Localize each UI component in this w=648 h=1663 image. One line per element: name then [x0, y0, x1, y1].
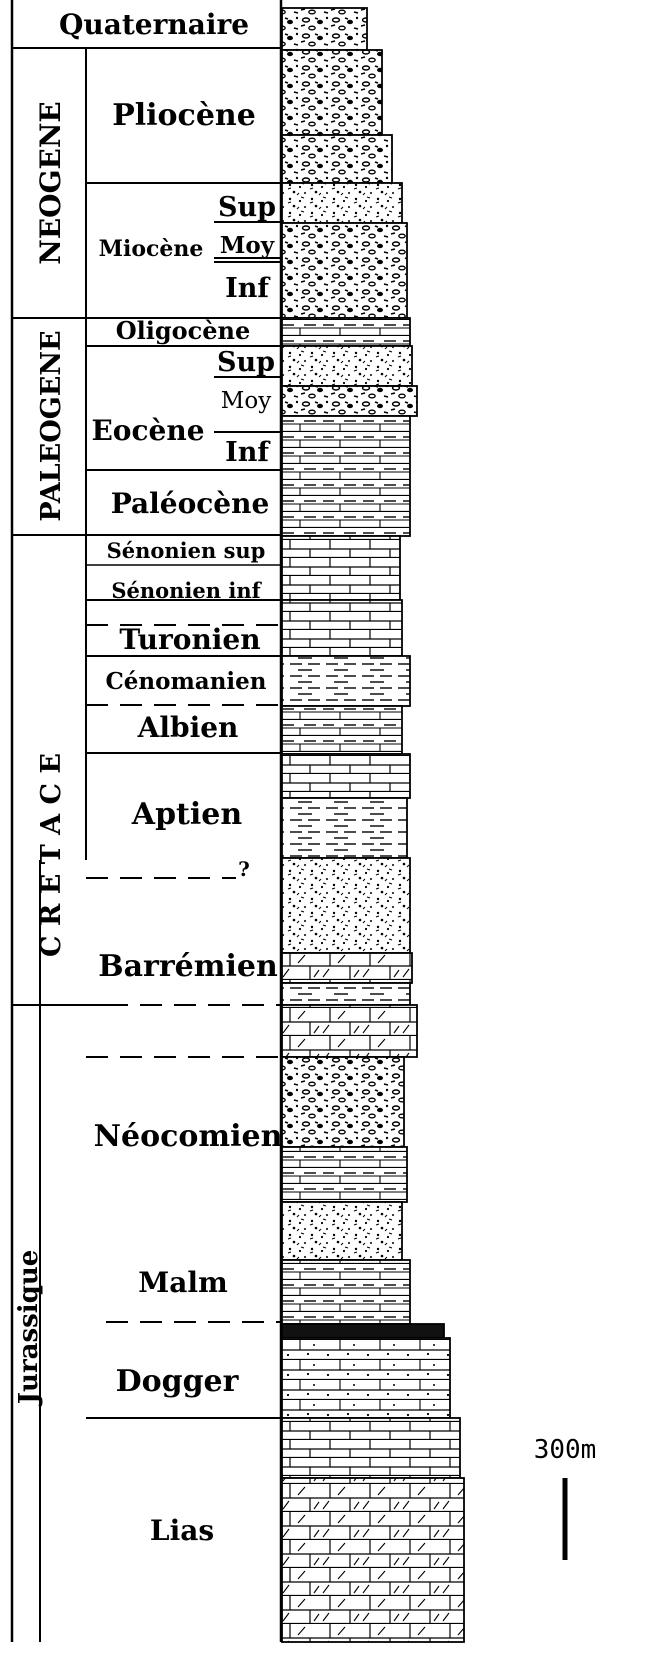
layer-barremian-marl — [282, 983, 410, 1005]
stage-pliocene: Pliocène — [112, 98, 256, 133]
era-cretace: C R E T A C E — [36, 753, 67, 957]
layer-eocene-sandstone — [282, 346, 412, 386]
layer-lias-limestone — [282, 1418, 460, 1478]
layer-albian-marl-limestone — [282, 706, 402, 754]
layer-senonian-limestone — [282, 536, 400, 600]
layer-barremian-dolomite-2 — [282, 1005, 417, 1057]
era-paleogene: PALEOGENE — [36, 330, 67, 521]
layer-miocene-sandstone — [282, 183, 402, 223]
uncertain-mark: ? — [238, 857, 250, 881]
substage-miocene-inf: Inf — [225, 273, 271, 304]
layer-barremian-sandstone — [282, 858, 410, 953]
layer-dogger-sandy-limestone — [282, 1338, 450, 1418]
stage-senonien-sup: Sénonien sup — [107, 538, 266, 563]
substage-eocene-sup: Sup — [217, 347, 275, 378]
stage-paleocene: Paléocène — [111, 487, 270, 520]
substage-eocene-moy: Moy — [221, 388, 271, 414]
layer-oligocene-marl-limestone — [282, 318, 410, 346]
layer-turonian-limestone — [282, 600, 402, 656]
layer-pliocene-conglomerate-2 — [282, 135, 392, 183]
layer-cenomanian-marl — [282, 656, 410, 706]
layer-malm-marl-limestone — [282, 1260, 410, 1324]
scale-label: 300m — [534, 1435, 597, 1465]
stage-lias: Lias — [150, 1514, 214, 1547]
stage-aptien: Aptien — [131, 797, 243, 832]
stage-neocomien: Néocomien — [94, 1119, 283, 1154]
lithologic-column — [282, 8, 464, 1642]
layer-dogger-dark-band — [282, 1324, 444, 1338]
stage-dogger: Dogger — [116, 1364, 240, 1399]
stage-barremien: Barrémien — [98, 949, 278, 984]
stage-cenomanien: Cénomanien — [105, 668, 266, 695]
layer-neocomian-conglomerate — [282, 1057, 404, 1147]
layer-neocomian-sandstone — [282, 1202, 402, 1260]
stage-miocene: Miocène — [99, 236, 204, 262]
stage-oligocene: Oligocène — [116, 316, 251, 345]
era-jurassique: Jurassique — [14, 1250, 44, 1407]
layer-neocomian-marl-limestone — [282, 1147, 407, 1202]
era-quaternaire: Quaternaire — [59, 8, 249, 41]
stage-turonien: Turonien — [119, 623, 260, 656]
layer-lias-dolomite — [282, 1478, 464, 1642]
stage-albien: Albien — [137, 711, 239, 744]
substage-miocene-sup: Sup — [218, 192, 276, 223]
stage-eocene: Eocène — [91, 414, 204, 447]
substage-miocene-moy: Moy — [220, 232, 275, 259]
layer-eocene-marl-limestone — [282, 416, 410, 536]
era-neogene: NEOGENE — [34, 101, 67, 265]
stage-labels: Pliocène Miocène Sup Moy Inf Oligocène S… — [91, 98, 282, 1547]
layer-eocene-conglomerate — [282, 386, 417, 416]
layer-aptian-marl — [282, 798, 407, 858]
stage-senonien-inf: Sénonien inf — [111, 578, 262, 603]
layer-pliocene-conglomerate — [282, 50, 382, 135]
substage-eocene-inf: Inf — [225, 437, 271, 468]
stage-malm: Malm — [138, 1266, 227, 1299]
layer-miocene-conglomerate — [282, 223, 407, 318]
layer-quaternary-conglomerate — [282, 8, 367, 50]
layer-barremian-dolomite — [282, 953, 412, 983]
layer-aptian-limestone — [282, 754, 410, 798]
